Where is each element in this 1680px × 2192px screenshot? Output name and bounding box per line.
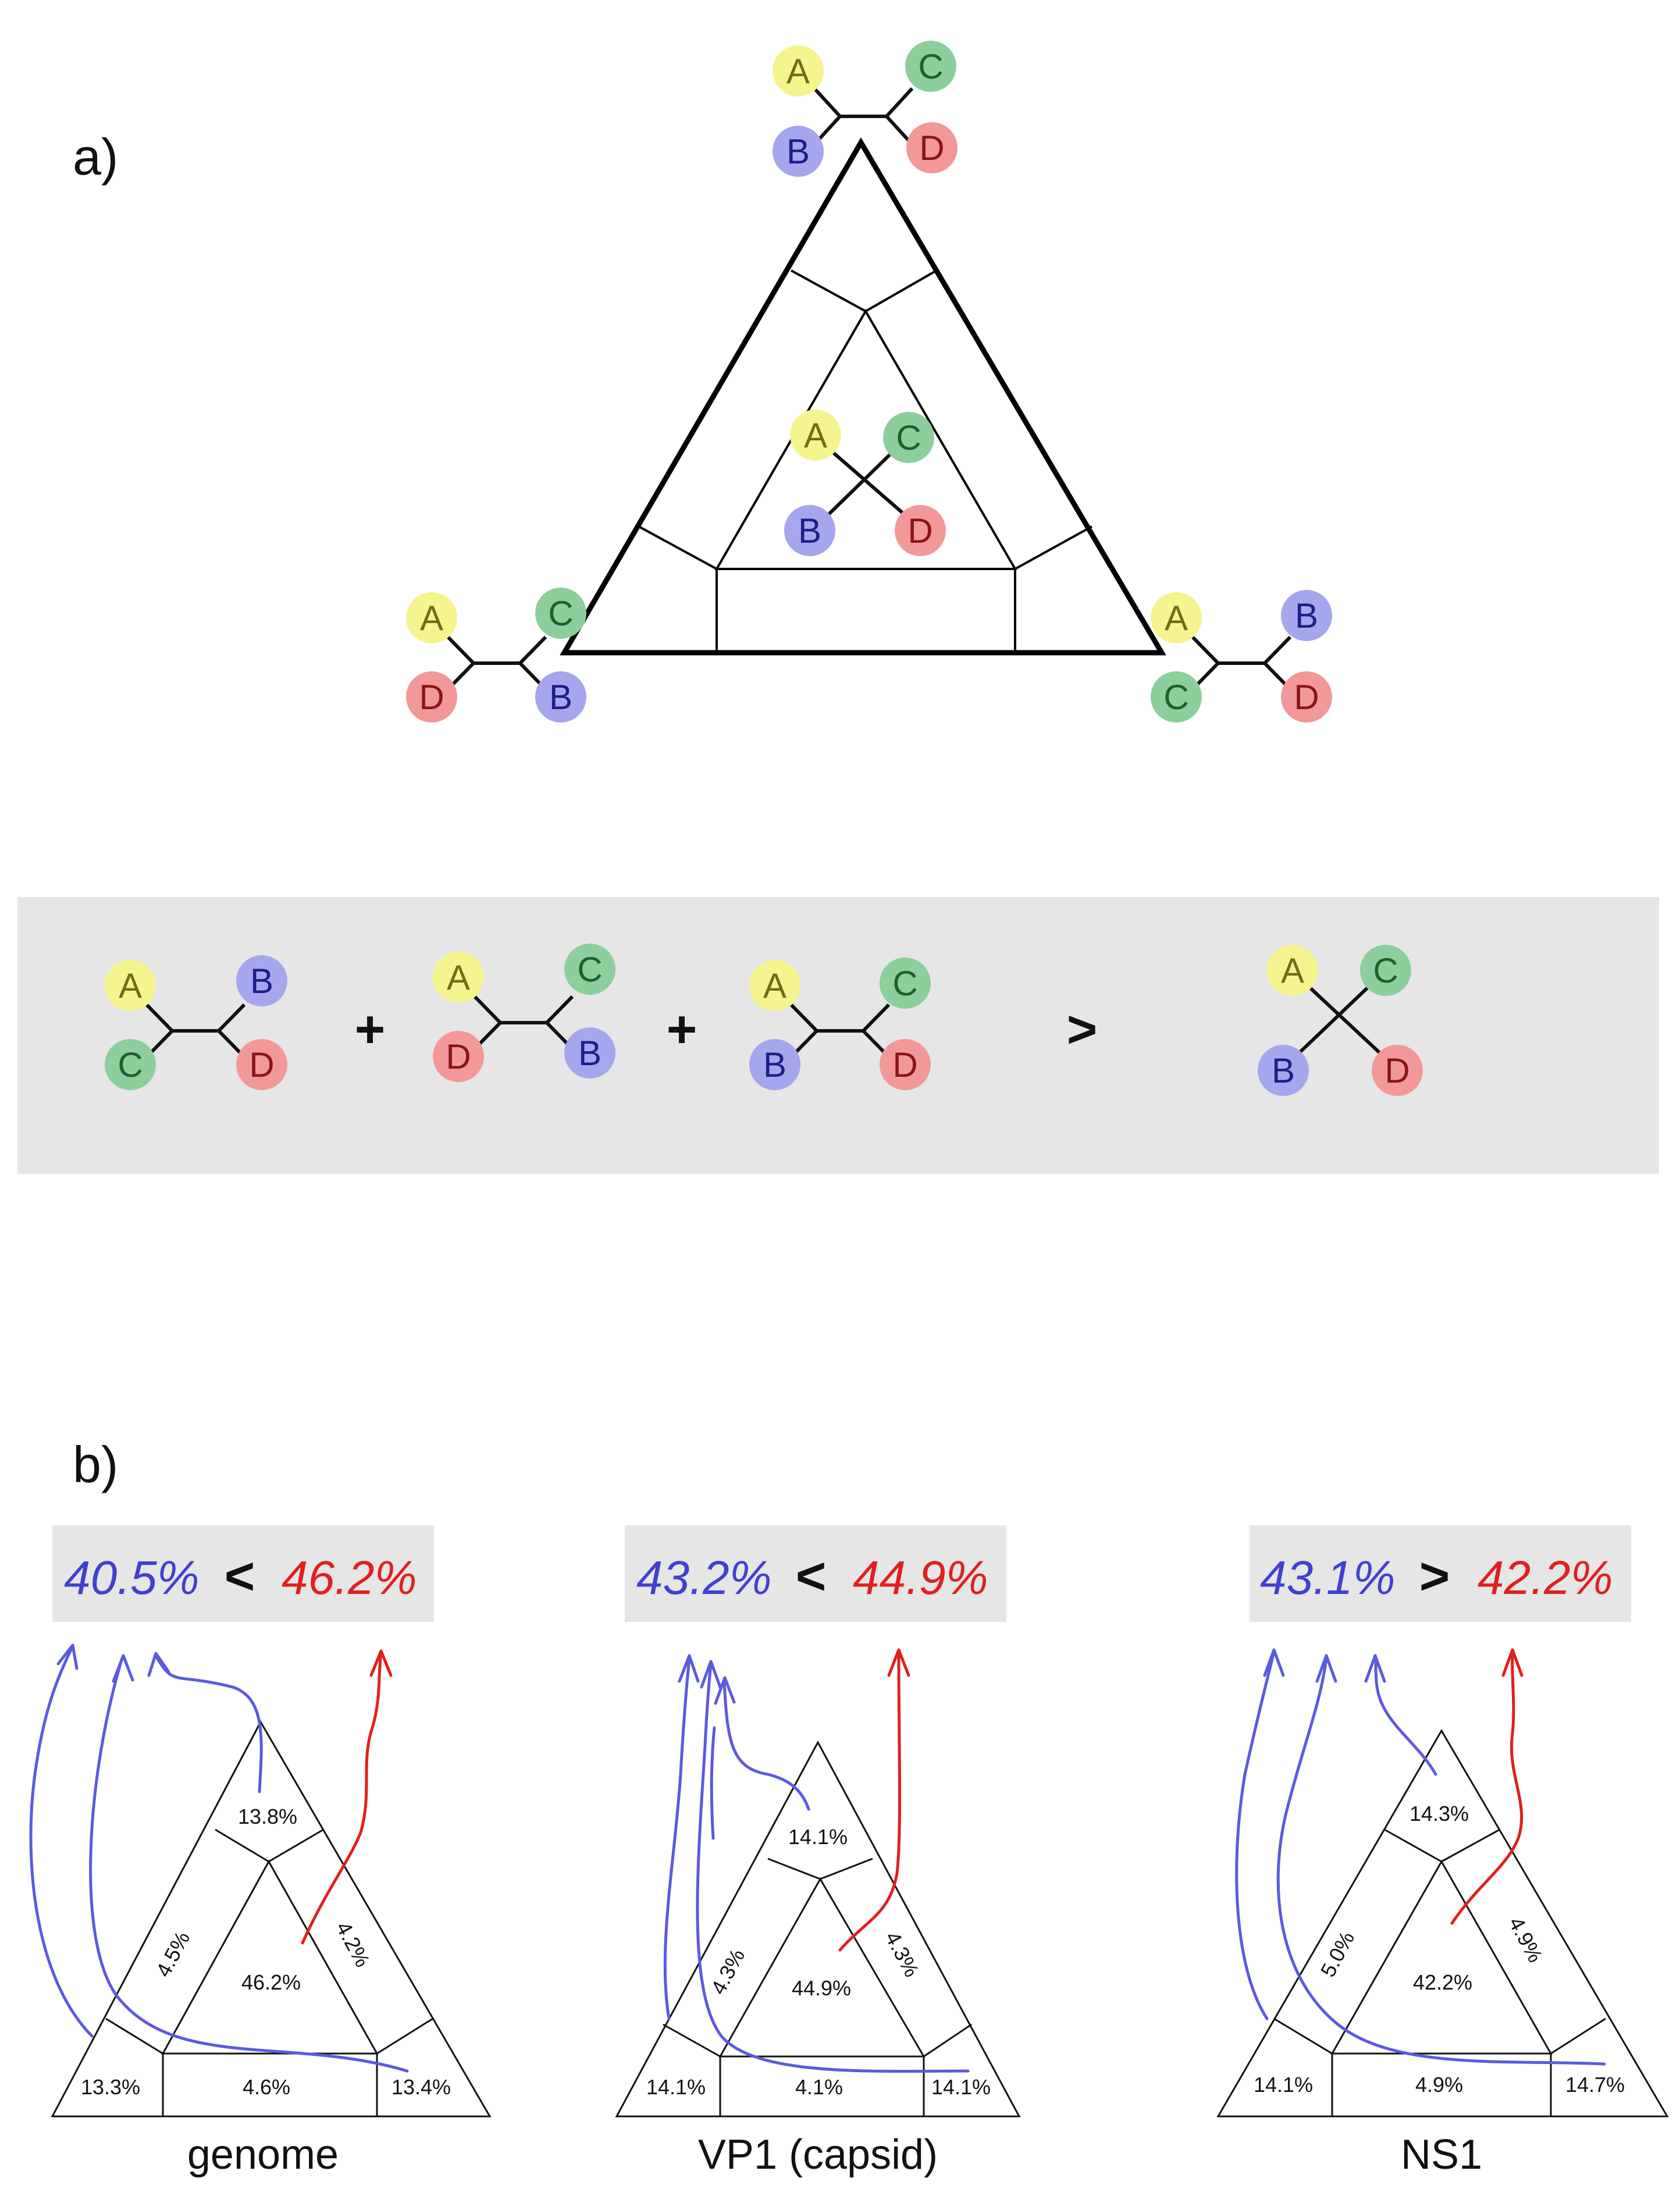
equation-box: [17, 897, 1659, 1174]
svg-text:14.3%: 14.3%: [1410, 1802, 1469, 1826]
caption-ns1: NS1: [1401, 2131, 1482, 2178]
blue-total-genome: 40.5%: [64, 1552, 200, 1604]
svg-text:B: B: [250, 962, 273, 1001]
svg-text:C: C: [548, 594, 573, 633]
inner-triangle: [714, 309, 1017, 570]
equation-tree-star: A C B D: [1258, 945, 1423, 1096]
svg-text:C: C: [577, 950, 602, 989]
svg-text:A: A: [786, 52, 810, 91]
panel-b-label: b): [73, 1436, 118, 1493]
caption-vp1: VP1 (capsid): [698, 2131, 938, 2178]
svg-text:B: B: [798, 511, 821, 550]
svg-text:A: A: [1165, 599, 1188, 638]
blue-total-vp1: 43.2%: [636, 1552, 772, 1604]
svg-text:D: D: [1384, 1051, 1410, 1090]
comparison-box-vp1: [625, 1525, 1006, 1622]
red-total-genome: 46.2%: [282, 1552, 417, 1604]
svg-text:4.9%: 4.9%: [1504, 1913, 1548, 1966]
svg-text:D: D: [1294, 678, 1319, 717]
svg-text:D: D: [419, 678, 444, 717]
comparison-op-vp1: <: [796, 1547, 827, 1606]
equation-tree-3: A B C D: [749, 958, 931, 1090]
svg-text:A: A: [1281, 951, 1304, 990]
svg-text:D: D: [249, 1045, 274, 1084]
svg-text:C: C: [918, 47, 943, 86]
svg-text:14.1%: 14.1%: [931, 2075, 991, 2099]
svg-text:B: B: [578, 1034, 601, 1073]
svg-text:13.3%: 13.3%: [81, 2075, 140, 2099]
svg-text:B: B: [786, 132, 810, 171]
svg-text:44.9%: 44.9%: [792, 1976, 851, 2000]
leaf-d: [906, 122, 958, 173]
panel-a-label: a): [73, 128, 118, 186]
tree-center-star: A C B D: [784, 410, 946, 556]
plus-sign-2: +: [667, 1001, 697, 1059]
svg-text:B: B: [1295, 596, 1318, 635]
quartet-map-ns1: 43.1% > 42.2% 14.3% 42.2% 5.0% 4.9% 14.1…: [1216, 1525, 1669, 2178]
svg-text:4.6%: 4.6%: [243, 2075, 290, 2099]
svg-text:14.1%: 14.1%: [788, 1825, 848, 1849]
svg-text:D: D: [907, 511, 932, 550]
greater-than-sign: >: [1067, 1001, 1098, 1059]
equation-tree-2: A D C B: [433, 944, 615, 1082]
comparison-box-ns1: [1250, 1525, 1631, 1622]
tree-top: A B C D: [773, 41, 958, 177]
quartet-map-main: [560, 137, 1166, 656]
svg-text:4.9%: 4.9%: [1415, 2073, 1463, 2097]
svg-text:14.1%: 14.1%: [1254, 2073, 1313, 2097]
svg-text:B: B: [763, 1045, 786, 1084]
leaf-b: [773, 126, 824, 177]
leaf-a: [773, 45, 824, 97]
red-total-vp1: 44.9%: [853, 1552, 988, 1604]
main-triangle: [560, 137, 1166, 656]
comparison-op-genome: <: [225, 1547, 255, 1606]
svg-text:14.7%: 14.7%: [1565, 2073, 1625, 2097]
red-total-ns1: 42.2%: [1478, 1552, 1613, 1604]
svg-text:D: D: [892, 1045, 917, 1084]
svg-text:C: C: [118, 1045, 143, 1084]
comparison-box-genome: [52, 1525, 434, 1622]
svg-text:4.2%: 4.2%: [332, 1917, 375, 1971]
svg-text:D: D: [446, 1037, 471, 1076]
svg-text:D: D: [919, 129, 944, 168]
svg-text:B: B: [549, 678, 572, 717]
svg-text:A: A: [804, 416, 827, 455]
quartet-map-vp1: 43.2% < 44.9% 14.1% 44.9% 4.3% 4.3% 14.1…: [615, 1525, 1021, 2178]
blue-total-ns1: 43.1%: [1260, 1552, 1396, 1604]
svg-text:13.8%: 13.8%: [238, 1805, 297, 1828]
svg-text:4.3%: 4.3%: [881, 1927, 924, 1981]
svg-text:4.3%: 4.3%: [706, 1945, 750, 1998]
svg-text:4.5%: 4.5%: [151, 1927, 195, 1981]
svg-text:14.1%: 14.1%: [646, 2075, 706, 2099]
svg-text:B: B: [1272, 1051, 1295, 1090]
svg-text:C: C: [1373, 951, 1398, 990]
svg-text:A: A: [763, 966, 786, 1005]
svg-text:4.1%: 4.1%: [795, 2075, 843, 2099]
svg-text:C: C: [1163, 678, 1188, 717]
svg-text:A: A: [119, 966, 142, 1005]
svg-text:A: A: [447, 958, 470, 997]
plus-sign-1: +: [355, 1001, 386, 1059]
equation-tree-1: A C B D: [105, 955, 287, 1090]
caption-genome: genome: [187, 2131, 339, 2178]
tree-right: A C B D: [1151, 590, 1332, 723]
svg-text:C: C: [896, 418, 921, 457]
svg-text:46.2%: 46.2%: [241, 1970, 301, 1994]
comparison-op-ns1: >: [1419, 1547, 1450, 1606]
quartet-map-genome: 40.5% < 46.2% 13.8% 46.2% 4.5% 4.2% 13.3…: [29, 1525, 492, 2178]
tree-left: A D C B: [406, 588, 586, 723]
leaf-c: [905, 41, 956, 92]
svg-text:13.4%: 13.4%: [391, 2075, 451, 2099]
svg-text:A: A: [420, 599, 443, 638]
svg-text:42.2%: 42.2%: [1413, 1970, 1472, 1994]
svg-text:C: C: [892, 964, 917, 1003]
